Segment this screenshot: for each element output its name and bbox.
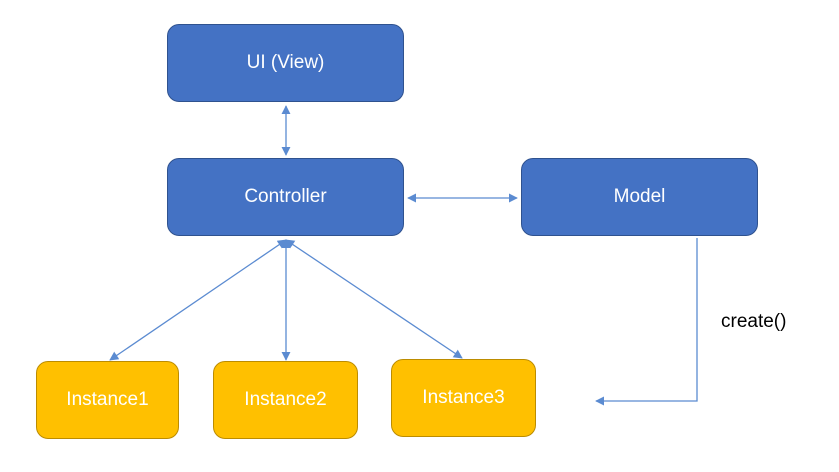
model-node: Model (521, 158, 758, 236)
instance1-node: Instance1 (36, 361, 179, 439)
edge-controller-instance1 (109, 239, 287, 361)
instance2-label: Instance2 (244, 389, 327, 410)
ui-view-node: UI (View) (167, 24, 404, 102)
instance3-label: Instance3 (422, 387, 505, 408)
model-label: Model (613, 186, 666, 207)
edge-controller-instance3 (285, 239, 463, 359)
ui-view-label: UI (View) (246, 52, 325, 73)
edge-model-create (595, 238, 698, 406)
controller-node: Controller (167, 158, 404, 236)
instance2-node: Instance2 (213, 361, 358, 439)
instance1-label: Instance1 (66, 389, 149, 410)
create-edge-label: create() (721, 311, 787, 332)
instance3-node: Instance3 (391, 359, 536, 437)
controller-label: Controller (244, 186, 327, 207)
